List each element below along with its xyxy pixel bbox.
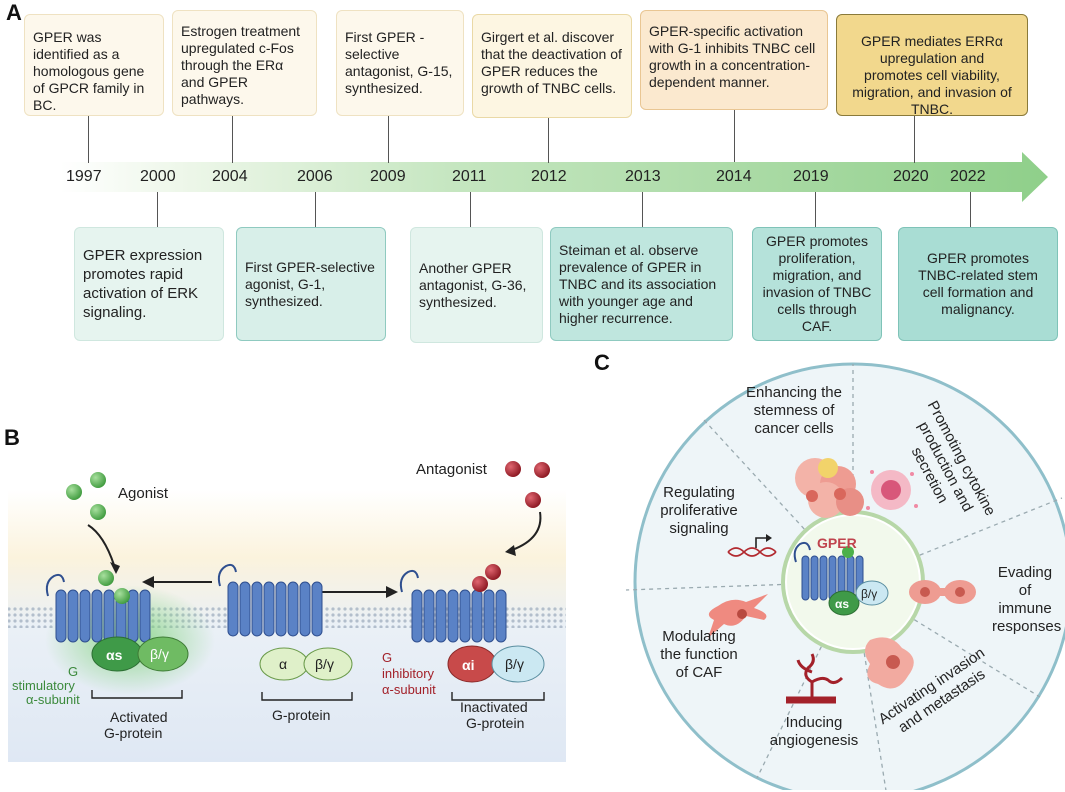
connector-1997	[88, 115, 89, 163]
connector-2014	[734, 110, 735, 162]
event-2022: GPER promotes TNBC-related stem cell for…	[898, 227, 1058, 341]
connector-2000	[157, 192, 158, 227]
beta-gamma-label-2: β/γ	[315, 656, 334, 672]
event-1997: GPER was identified as a homologous gene…	[24, 14, 164, 116]
event-2009: First GPER -selective antagonist, G-15, …	[336, 10, 464, 116]
panel-a-label: A	[6, 0, 22, 25]
gprotein-label: G-protein	[272, 707, 330, 723]
alpha-label: α	[279, 656, 287, 672]
event-2011-text: Another GPER antagonist, G-36, synthesiz…	[419, 259, 527, 310]
segment-proliferative: Regulating proliferative signaling	[660, 484, 738, 537]
resting-receptor	[217, 563, 323, 637]
event-2006: First GPER-selective agonist, G-1, synth…	[236, 227, 386, 341]
event-2019: GPER promotes proliferation, migration, …	[752, 227, 882, 341]
year-2004: 2004	[212, 168, 248, 185]
invasion-cell-icon	[865, 637, 914, 689]
activated-2: G-protein	[104, 725, 162, 741]
event-2020: GPER mediates ERRα upregulation and prom…	[836, 14, 1028, 117]
panel-b-label: B	[4, 425, 20, 450]
cytokine-cell-icon	[866, 470, 918, 510]
year-2009: 2009	[370, 168, 406, 185]
connector-2019	[815, 192, 816, 227]
connector-2020	[914, 115, 915, 163]
inh-1: G	[382, 650, 392, 665]
year-2020: 2020	[893, 168, 929, 185]
stim-2: stimulatory	[12, 678, 75, 693]
event-2019-text: GPER promotes proliferation, migration, …	[762, 233, 872, 334]
connector-2011	[470, 192, 471, 227]
year-2019: 2019	[793, 168, 829, 185]
inactivated-receptor	[399, 569, 507, 643]
inh-3: α-subunit	[382, 682, 436, 697]
connector-2022	[970, 192, 971, 227]
event-2000: GPER expression promotes rapid activatio…	[74, 227, 224, 341]
segment-immune: Evading of immune responses	[992, 564, 1062, 635]
segment-caf: Modulating the function of CAF	[660, 628, 738, 681]
event-2014: GPER-specific activation with G-1 inhibi…	[640, 10, 828, 110]
event-2006-text: First GPER-selective agonist, G-1, synth…	[245, 258, 375, 309]
event-2000-text: GPER expression promotes rapid activatio…	[83, 247, 203, 321]
beta-gamma-label-3: β/γ	[505, 656, 524, 672]
event-2004: Estrogen treatment upregulated c-Fos thr…	[172, 10, 317, 116]
connector-2009	[388, 115, 389, 163]
center-alpha-label: αs	[835, 597, 849, 611]
panel-b-diagram: αs β/γ Agonist α β/γ αi	[8, 461, 566, 762]
event-2013: Steiman et al. observe prevalence of GPE…	[550, 227, 733, 341]
alpha-s-label: αs	[106, 647, 123, 663]
panel-c-diagram: GPER αs β/γ	[625, 362, 1065, 790]
stem-cells-icon	[795, 458, 864, 518]
panel-c-label: C	[594, 350, 610, 375]
connector-2013	[642, 192, 643, 227]
year-2012: 2012	[531, 168, 567, 185]
gper-center-label: GPER	[817, 535, 857, 551]
stim-1: G	[68, 664, 78, 679]
activated-receptor	[45, 573, 151, 643]
immune-cells-icon	[909, 580, 976, 604]
year-2011: 2011	[452, 168, 487, 185]
inh-2: inhibitory	[382, 666, 435, 681]
connector-2012	[548, 117, 549, 163]
antagonist-label: Antagonist	[416, 461, 488, 478]
alpha-i-label: αi	[462, 657, 475, 673]
inactivated-2: G-protein	[466, 715, 524, 731]
event-2013-text: Steiman et al. observe prevalence of GPE…	[559, 241, 717, 326]
center-beta-label: β/γ	[861, 587, 877, 601]
inactivated-1: Inactivated	[460, 699, 528, 715]
year-2013: 2013	[625, 168, 661, 185]
year-2000: 2000	[140, 168, 176, 185]
year-1997: 1997	[66, 168, 102, 185]
event-2011: Another GPER antagonist, G-36, synthesiz…	[410, 227, 543, 343]
year-2006: 2006	[297, 168, 333, 185]
event-2022-text: GPER promotes TNBC-related stem cell for…	[918, 250, 1038, 317]
activated-1: Activated	[110, 709, 168, 725]
connector-2006	[315, 192, 316, 227]
event-2012: Girgert et al. discover that the deactiv…	[472, 14, 632, 118]
angiogenesis-icon	[786, 653, 844, 704]
timeline-arrow	[60, 152, 1048, 202]
agonist-label: Agonist	[118, 485, 169, 502]
beta-gamma-label-1: β/γ	[150, 646, 169, 662]
connector-2004	[232, 115, 233, 163]
caf-cell-icon	[708, 594, 768, 638]
segment-angiogenesis: Inducing angiogenesis	[769, 714, 859, 749]
stim-3: α-subunit	[26, 692, 80, 707]
year-2014: 2014	[716, 168, 752, 185]
year-2022: 2022	[950, 168, 986, 185]
dna-icon	[727, 534, 777, 557]
segment-stemness: Enhancing the stemness of cancer cells	[746, 384, 842, 437]
